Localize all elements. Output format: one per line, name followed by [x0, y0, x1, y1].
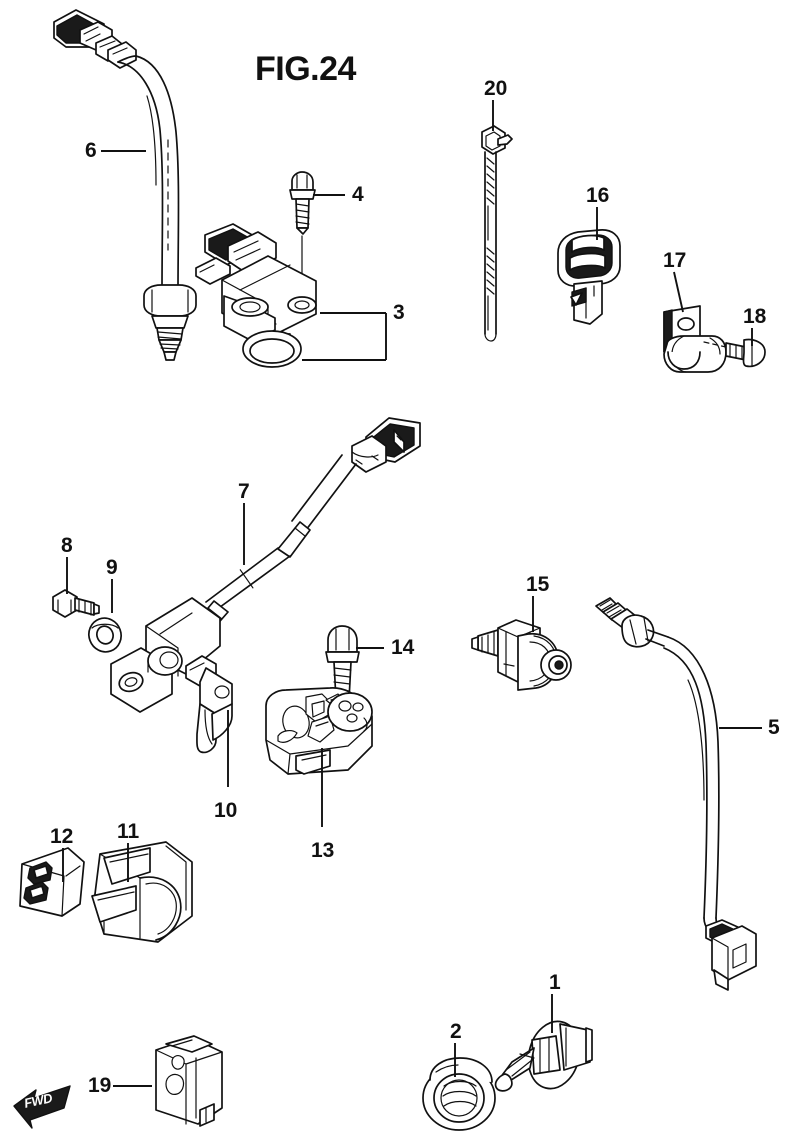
callout-leaders	[62, 100, 762, 1087]
callout-19[interactable]: 19	[88, 1074, 112, 1097]
callout-17[interactable]: 17	[663, 249, 687, 272]
callout-13[interactable]: 13	[311, 839, 335, 862]
callout-5[interactable]: 5	[768, 716, 780, 739]
callout-15[interactable]: 15	[526, 573, 550, 596]
callout-14[interactable]: 14	[391, 636, 415, 659]
page-title: FIG.24	[255, 50, 356, 88]
part-5-oxygen-sensor	[595, 597, 757, 991]
callout-2[interactable]: 2	[450, 1020, 462, 1043]
part-18-screw	[703, 338, 766, 368]
part-12-sensor-cover-clip	[19, 847, 85, 917]
part-6-oxygen-sensor	[53, 9, 197, 361]
part-7-crankshaft-position-sensor	[110, 417, 421, 713]
callout-8[interactable]: 8	[61, 534, 73, 557]
part-17-bracket-clamp	[663, 305, 727, 373]
callout-16[interactable]: 16	[586, 184, 610, 207]
part-20-cable-tie	[481, 125, 513, 342]
callout-10[interactable]: 10	[214, 799, 238, 822]
part-3-camshaft-position-sensor	[195, 223, 387, 368]
part-16-wire-clamp	[557, 229, 621, 325]
part-9-washer	[88, 617, 122, 653]
callout-1[interactable]: 1	[549, 971, 561, 994]
callout-12[interactable]: 12	[50, 825, 74, 848]
part-13-throttle-position-sensor	[265, 687, 373, 775]
part-2-sensor-grommet	[422, 1057, 496, 1131]
callout-20[interactable]: 20	[484, 77, 508, 100]
part-10-sensor-cap	[185, 655, 233, 754]
callout-11[interactable]: 11	[117, 820, 140, 843]
callout-3[interactable]: 3	[393, 301, 405, 324]
part-19-ecu-sensor-unit	[155, 1035, 223, 1127]
fwd-arrow-icon	[13, 1085, 71, 1129]
part-8-bolt	[52, 589, 100, 618]
callout-9[interactable]: 9	[106, 556, 118, 579]
part-15-oil-pressure-switch	[471, 619, 572, 691]
callout-7[interactable]: 7	[238, 480, 250, 503]
part-11-sensor-cover	[91, 841, 193, 943]
callout-18[interactable]: 18	[743, 305, 767, 328]
callout-6[interactable]: 6	[85, 139, 97, 162]
part-4-bolt	[289, 171, 316, 301]
part-1-water-temperature-sensor	[494, 1020, 593, 1092]
callout-4[interactable]: 4	[352, 183, 364, 206]
